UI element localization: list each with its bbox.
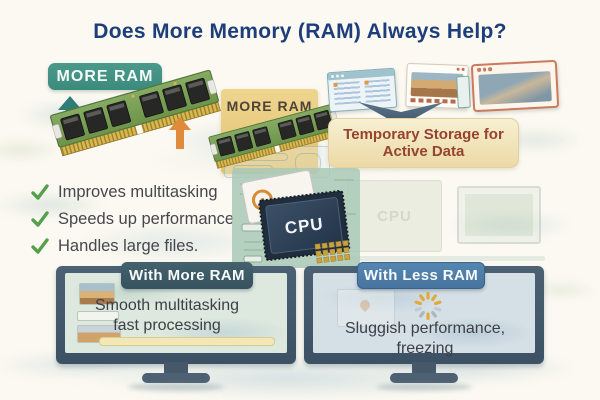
storage-line1: Temporary Storage for	[343, 126, 504, 143]
more-ram-mid-label: MORE RAM	[226, 98, 313, 114]
benefit-label: Handles large files.	[58, 236, 199, 255]
window-dot-icon	[487, 67, 492, 71]
text-column	[333, 81, 361, 105]
with-more-ram-badge-label: With More RAM	[129, 267, 245, 284]
browser-window-partial	[456, 75, 471, 109]
more-ram-badge: MORE RAM	[48, 63, 162, 90]
browser-window-video	[470, 59, 560, 113]
down-arrow-icon	[358, 102, 444, 126]
window-dot-icon	[340, 74, 345, 78]
benefit-label: Speeds up performance	[58, 209, 235, 228]
with-less-ram-badge: With Less RAM	[357, 262, 485, 289]
loading-spinner-icon	[414, 292, 442, 320]
faded-monitor-screen	[465, 194, 533, 236]
bullet-icon	[363, 80, 369, 85]
faded-background-equipment: CPU	[335, 168, 550, 268]
benefit-item: Handles large files.	[30, 236, 198, 256]
faded-cpu-label: CPU	[377, 207, 412, 225]
faded-monitor	[457, 186, 541, 244]
more-ram-badge-label: MORE RAM	[56, 67, 154, 85]
window-dot-icon	[477, 67, 481, 72]
faded-window-thumbnail	[337, 289, 395, 327]
monitor-stand-base	[390, 373, 458, 383]
window-dot-icon	[330, 74, 335, 79]
checkmark-icon	[31, 211, 49, 227]
window-dot-icon	[456, 67, 460, 71]
video-thumbnail	[478, 71, 552, 105]
cpu-chip-illustration: CPU	[232, 168, 360, 268]
bullet-icon	[333, 82, 338, 87]
less-ram-result-line2: freezing	[396, 340, 454, 357]
faded-cpu-box: CPU	[347, 180, 442, 252]
more-ram-result-text: Smooth multitasking fast processing	[66, 296, 268, 336]
more-ram-result-line2: fast processing	[113, 317, 221, 334]
text-column	[363, 79, 391, 103]
checkmark-icon	[31, 184, 49, 200]
monitor-shadow	[128, 383, 224, 391]
less-ram-result-line1: Sluggish performance,	[344, 320, 506, 337]
benefit-item: Speeds up performance	[30, 209, 234, 229]
photo-thumbnail	[79, 283, 115, 305]
photo-thumbnail	[410, 72, 464, 98]
ram-stick-illustration-large	[50, 69, 221, 157]
monitor-stand-base	[142, 373, 210, 383]
faded-desk	[335, 256, 545, 261]
with-more-ram-badge: With More RAM	[121, 262, 253, 289]
monitor-shadow	[376, 383, 472, 391]
less-ram-result-text: Sluggish performance, freezing	[318, 319, 532, 359]
more-ram-result-line1: Smooth multitasking	[94, 297, 240, 314]
orange-up-arrow-icon	[169, 117, 191, 149]
page-title: Does More Memory (RAM) Always Help?	[93, 20, 507, 43]
window-dot-icon	[482, 67, 487, 72]
ram-stick-illustration-small	[208, 103, 341, 169]
progress-bar	[99, 337, 275, 346]
cpu-label: CPU	[284, 214, 325, 238]
window-dot-icon	[461, 67, 465, 71]
with-less-ram-badge-label: With Less RAM	[363, 267, 479, 284]
window-dot-icon	[335, 74, 340, 78]
benefit-label: Improves multitasking	[58, 182, 218, 201]
storage-line2: Active Data	[382, 143, 465, 160]
monitor-stand-neck	[412, 362, 436, 375]
map-pin-icon	[357, 297, 373, 313]
checkmark-icon	[31, 238, 49, 254]
temporary-storage-box: Temporary Storage for Active Data	[328, 118, 519, 168]
monitor-stand-neck	[164, 362, 188, 375]
window-thumbnail	[77, 311, 119, 321]
benefit-item: Improves multitasking	[30, 182, 218, 202]
